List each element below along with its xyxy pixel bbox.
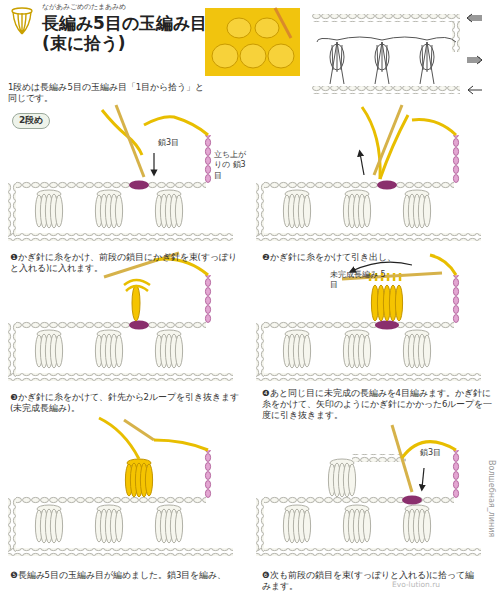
stitch-label: 立ち上がりの 鎖3目 bbox=[214, 150, 250, 181]
title-text: 長編み5目の玉編み目 (束に拾う) bbox=[42, 13, 212, 54]
step-caption: ❷かぎ針に糸をかけて引き出し、 bbox=[262, 252, 494, 263]
step-caption: ❻次も前段の鎖目を束(すっぽりと入れる)に拾って編みます。 bbox=[262, 570, 482, 592]
reading-text: ながあみごめのたまあみめ bbox=[42, 3, 202, 12]
step-caption: ❹あと同じ目に未完成の長編みを4目編みます。かぎ針に糸をかけて、矢印のようにかぎ… bbox=[262, 388, 494, 421]
note-text: 1段めは長編み5目の玉編み目「1目から拾う」と同じです。 bbox=[8, 82, 208, 104]
step-caption: ❺長編み5目の玉編み目が編めました。鎖3目を編み、 bbox=[10, 570, 242, 581]
stitch-label: 未完成長編み 5目 bbox=[330, 270, 390, 291]
row-badge: 2段め bbox=[12, 113, 50, 129]
stitch-label: 鎖3目 bbox=[420, 448, 470, 458]
step-caption: ❶かぎ針に糸をかけ、前段の鎖目にかぎ針を束(すっぽりと入れる)に入れます。 bbox=[10, 252, 242, 274]
watermark: Волшебная_линия bbox=[486, 460, 496, 537]
stitch-label: 鎖3目 bbox=[158, 138, 198, 148]
watermark: Evo-lution.ru bbox=[392, 580, 482, 590]
step-caption: ❸かぎ針に糸をかけて、針先から2ループを引き抜きます(未完成長編み)。 bbox=[10, 392, 242, 414]
